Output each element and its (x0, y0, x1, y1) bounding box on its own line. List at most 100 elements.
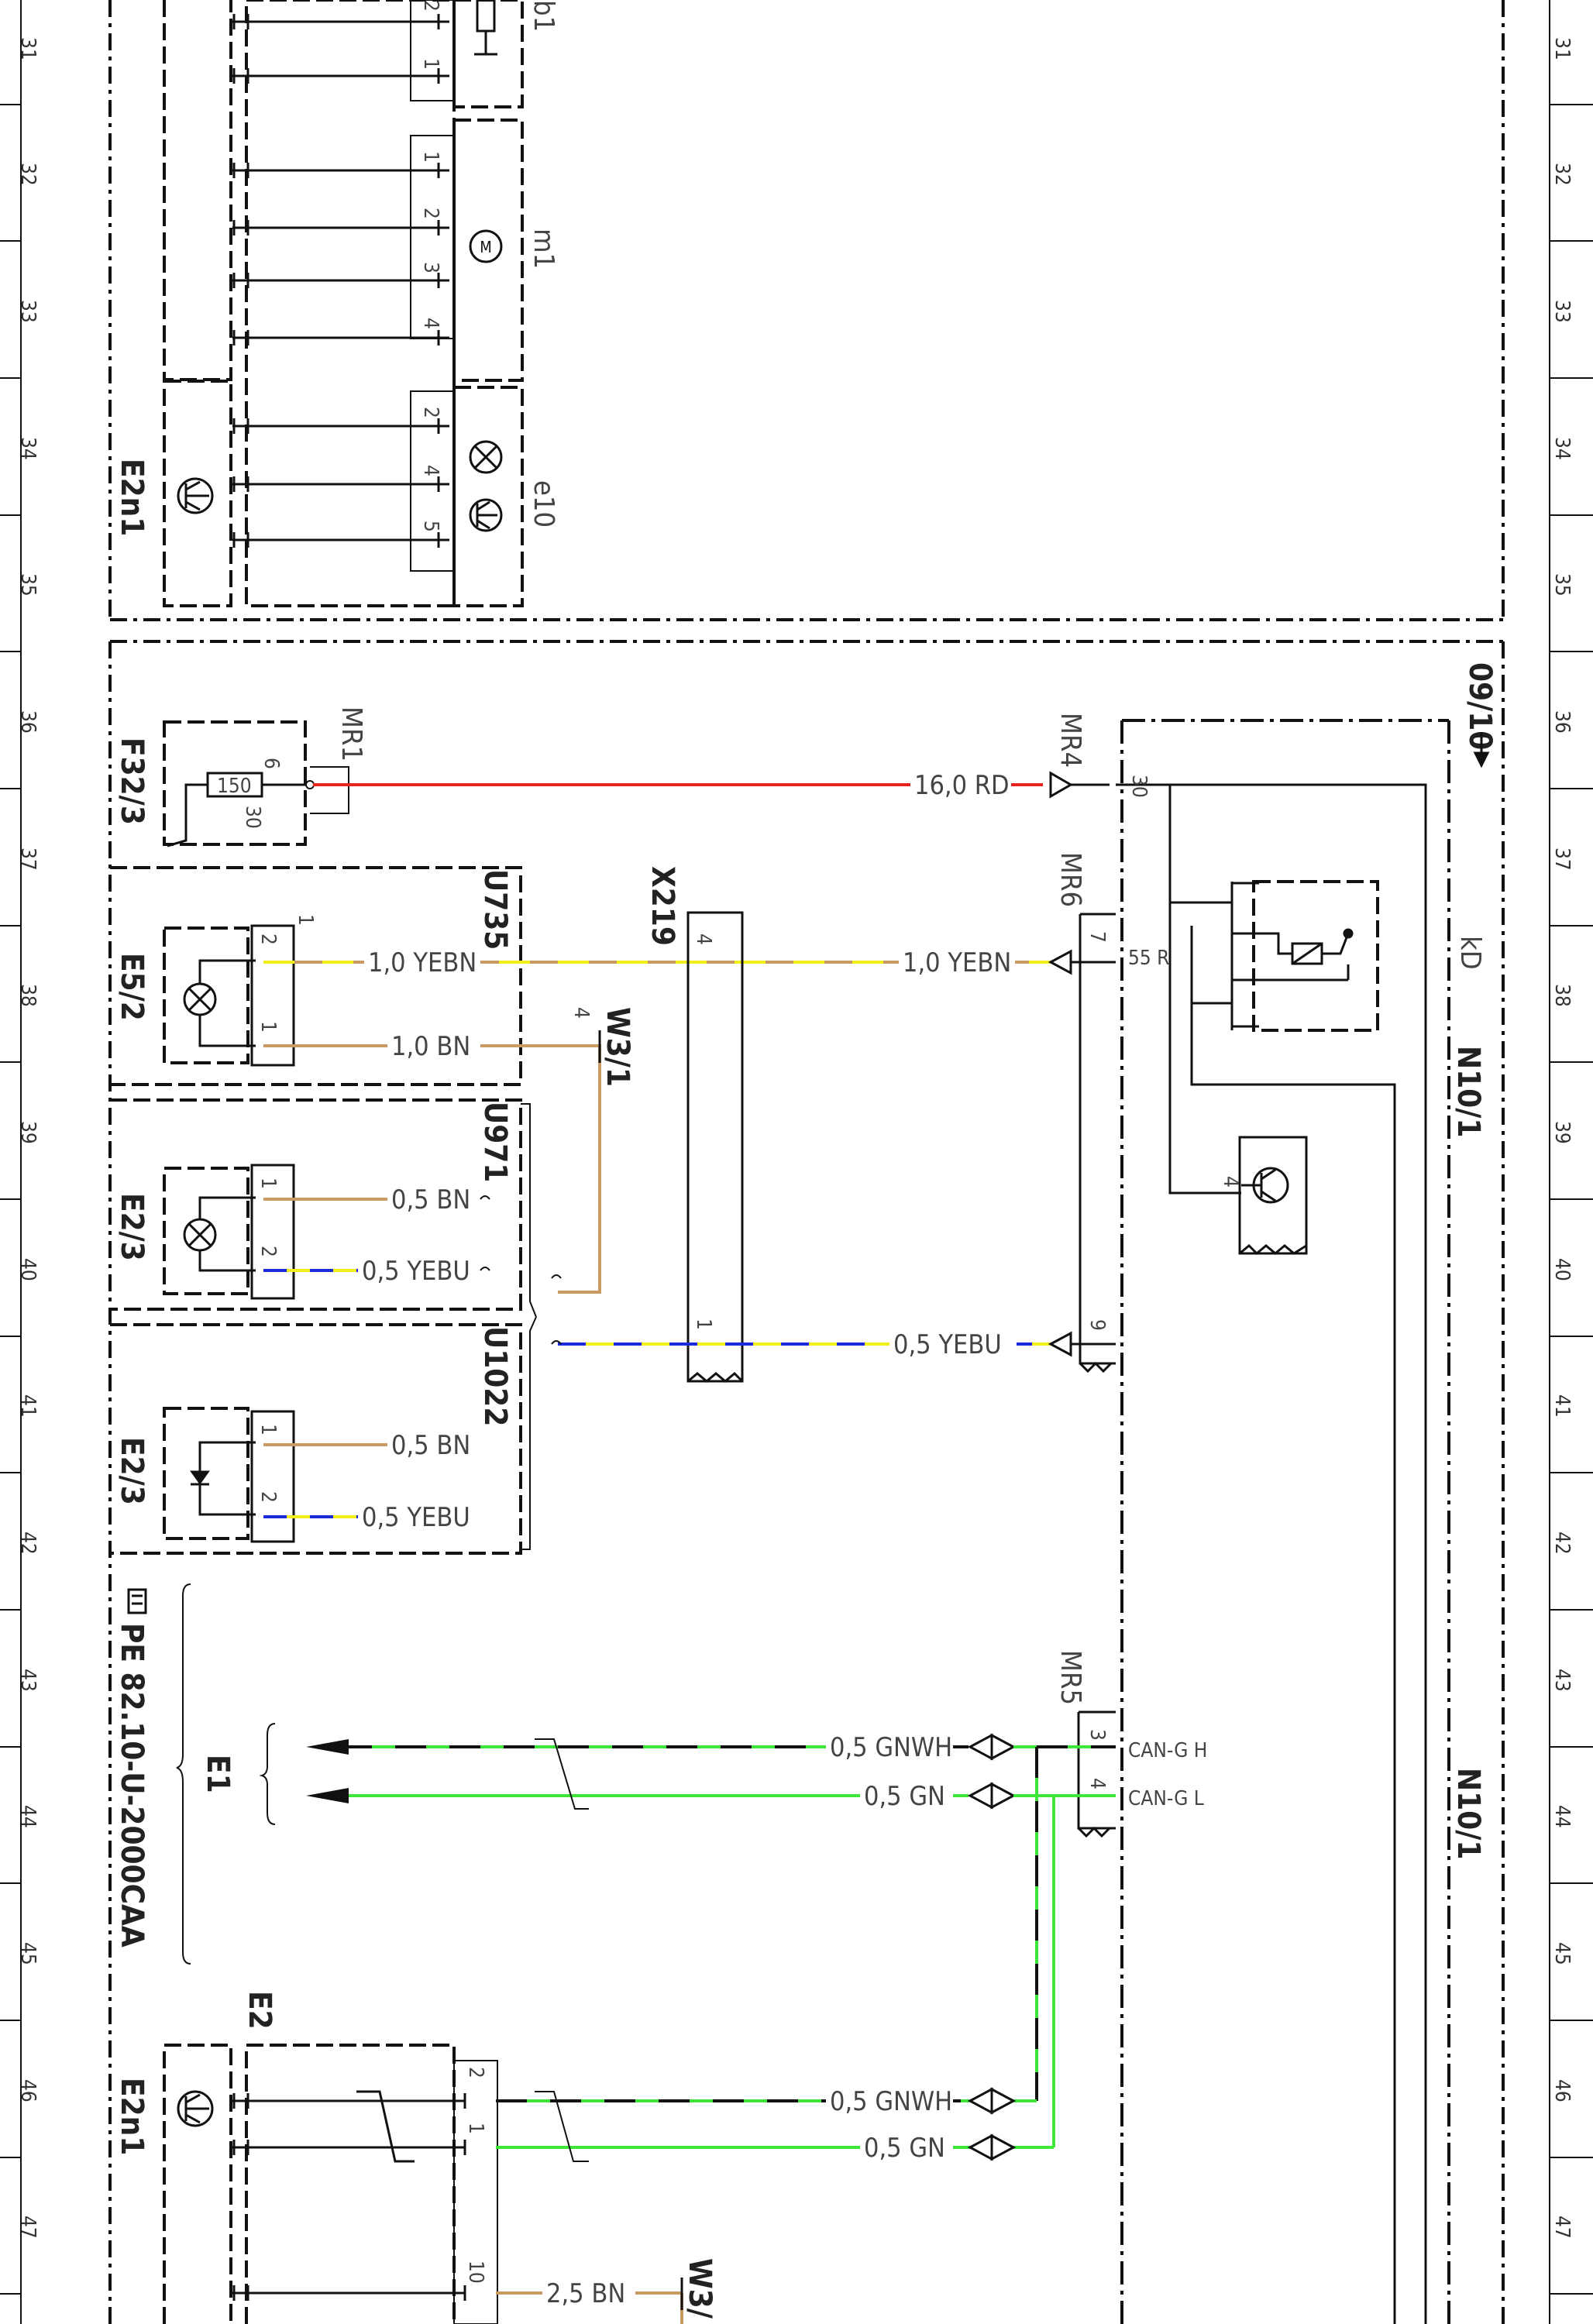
left-ruler-numbers: 31 32 33 34 35 36 37 38 39 40 41 42 43 4… (16, 37, 40, 2239)
e10-label: e10 (528, 480, 559, 528)
ruler-num: 36 (16, 710, 40, 734)
e52-pin: 1 (256, 1021, 280, 1033)
e5-2-label: E5/2 (114, 953, 150, 1021)
twist-marks (480, 1195, 562, 1345)
n10-1-module (1120, 719, 1450, 2324)
fuse-value: 150 (217, 775, 252, 798)
right-ruler-numbers: 31 32 33 34 35 36 37 38 39 40 41 42 43 4… (1550, 37, 1574, 2239)
transistor-icon (469, 498, 503, 532)
wire-gn-2-label: 0,5 GN (864, 2133, 945, 2164)
u971-label: U971 (477, 1102, 513, 1182)
ruler-num: 39 (16, 1121, 40, 1144)
ruler-num: 46 (1550, 2079, 1574, 2102)
u971-bracket (521, 1103, 537, 1318)
pin: 2 (419, 407, 442, 418)
pin: 4 (419, 465, 442, 476)
ref-document-label: PE 82.10-U-2000CAA (114, 1623, 150, 1948)
ruler-num: 40 (16, 1258, 40, 1281)
e52-pin: 2 (256, 933, 280, 945)
pin: 5 (419, 521, 442, 532)
mr6-pin: 9 (1086, 1319, 1109, 1331)
pin: 1 (419, 58, 442, 70)
ruler-num: 43 (1550, 1669, 1574, 1692)
m1-label: m1 (528, 229, 559, 269)
ruler-num: 33 (16, 300, 40, 323)
top-wires (232, 20, 449, 541)
mr5-label: MR5 (1055, 1650, 1086, 1705)
arrow-down-icon (1473, 732, 1490, 768)
ruler-num: 34 (1550, 437, 1574, 460)
e2n1-bottom-module (163, 2044, 456, 2324)
mr4-connector-icon (1049, 771, 1110, 799)
wire-yebn-right-label: 1,0 YEBN (903, 947, 1011, 978)
top-pin-numbers: 2 1 1 2 3 4 2 4 5 (419, 0, 442, 532)
wire-05-yebu-a-label: 0,5 YEBU (362, 1256, 470, 1287)
arrow-left-icon (306, 1739, 349, 1755)
e1-bracket (259, 1723, 276, 1825)
ruler-num: 41 (1550, 1394, 1574, 1418)
e5-2-lamp-icon (183, 924, 295, 1067)
svg-text:M: M (480, 238, 492, 256)
e2-connector-block (453, 2060, 498, 2324)
e5-2-module (163, 927, 249, 1064)
x219-connector (686, 911, 744, 1383)
e2n1-bottom-transistor-icon (177, 2090, 214, 2127)
x219-pin: 4 (692, 933, 715, 945)
f32-3-label: F32/3 (114, 737, 150, 825)
wire-16-rd-label: 16,0 RD (914, 770, 1010, 801)
b1-sensor-icon (474, 0, 497, 56)
ruler-num: 38 (1550, 984, 1574, 1007)
n10-1-label-a: N10/1 (1450, 1046, 1486, 1137)
e23b-pin: 2 (256, 1491, 280, 1503)
pin: 2 (419, 208, 442, 219)
b1-label: b1 (528, 0, 559, 32)
e2n1-top-label: E2n1 (114, 459, 150, 536)
ruler-num: 38 (16, 984, 40, 1007)
ruler-num: 39 (1550, 1121, 1574, 1144)
ruler-num: 44 (1550, 1805, 1574, 1828)
ruler-num: 47 (16, 2216, 40, 2239)
wire-gnwh-2-label: 0,5 GNWH (830, 2086, 952, 2117)
ruler-num: 31 (16, 37, 40, 60)
u1022-label: U1022 (477, 1326, 513, 1426)
mr5-pin: 4 (1086, 1778, 1109, 1789)
ruler-num: 42 (1550, 1532, 1574, 1555)
terminal-can-l: CAN-G L (1128, 1787, 1204, 1810)
ruler-num: 31 (1550, 37, 1574, 60)
n10-transistor-module (1238, 1136, 1308, 1256)
arrow-left-icon (306, 1788, 349, 1803)
ruler-num: 45 (16, 1942, 40, 1965)
fuse-terminal: 30 (241, 806, 264, 829)
ruler-num: 37 (1550, 847, 1574, 871)
e23a-pin: 1 (256, 1177, 280, 1189)
ruler-num: 34 (16, 437, 40, 460)
ruler-num: 43 (16, 1669, 40, 1692)
ruler-num: 41 (16, 1394, 40, 1418)
u735-label: U735 (477, 869, 513, 950)
ruler-num: 32 (16, 163, 40, 186)
e52-pin: 1 (294, 914, 317, 926)
mr6-connector-block (1079, 913, 1116, 1373)
frame-lines (108, 0, 1505, 2324)
pin: 3 (419, 262, 442, 273)
wire-05-bn-b-label: 0,5 BN (391, 1430, 470, 1461)
double-connector-icon (967, 2087, 1017, 2161)
terminal-30: 30 (1127, 775, 1151, 798)
twist-mark-e2 (535, 2091, 589, 2162)
ruler-num: 40 (1550, 1258, 1574, 1281)
transistor-pin: 4 (1219, 1176, 1242, 1188)
fuse-icon (167, 772, 310, 847)
mr1-bracket (305, 766, 349, 814)
mr4-label: MR4 (1055, 713, 1086, 768)
u1022-bracket (521, 1316, 537, 1550)
mr6-connector-icon (1048, 949, 1116, 975)
wire-05-yebu-b-label: 0,5 YEBU (362, 1502, 470, 1533)
lamp-icon (469, 440, 503, 474)
ruler-num: 32 (1550, 163, 1574, 186)
e2-label: E2 (242, 1991, 277, 2030)
fuse-terminal: 6 (260, 758, 283, 769)
n10-1-label-b: N10/1 (1450, 1768, 1486, 1859)
e23b-pin: 1 (256, 1424, 280, 1435)
ruler-num: 46 (16, 2079, 40, 2102)
